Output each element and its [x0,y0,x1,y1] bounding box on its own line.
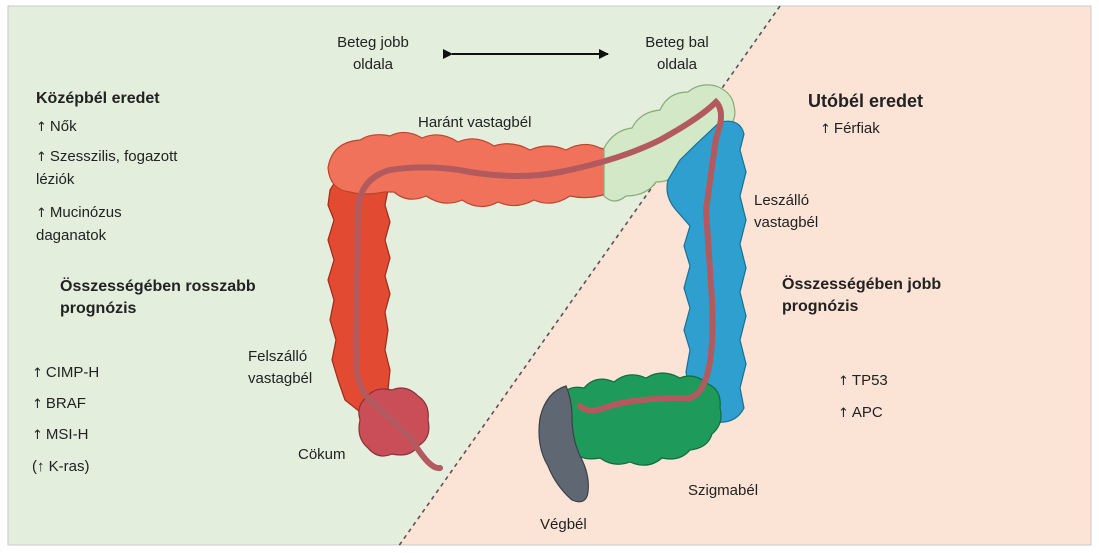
descending-colon-label: Leszálló vastagbél [754,190,818,234]
arrow-up-icon: ↑ [838,406,849,421]
left-item: ↑Nők [36,116,77,139]
arrow-up-icon: ↑ [36,150,47,165]
transverse-colon-label: Haránt vastagbél [418,112,531,134]
arrow-up-icon: ↑ [32,428,43,443]
right-prognosis: Összességében jobb prognózis [782,274,941,318]
left-marker: ↑MSI-H [32,424,88,447]
right-marker: ↑TP53 [838,370,888,393]
left-marker: ↑CIMP-H [32,362,99,385]
hindgut-heading: Utóbél eredet [808,90,923,112]
patient-left-side-label: Beteg bal oldala [622,32,732,76]
rectum-label: Végbél [540,514,587,536]
left-marker: ↑BRAF [32,393,86,416]
left-prognosis: Összességében rosszabb prognózis [60,276,256,320]
left-item: ↑Mucinózus daganatok [36,202,122,247]
cecum-label: Cökum [298,444,346,466]
kras-marker: (↑ K-ras) [32,456,90,478]
arrow-up-icon: ↑ [36,206,47,221]
ascending-colon-label: Felszálló vastagbél [248,346,312,390]
sigmoid-colon-label: Szigmabél [688,480,758,502]
arrow-up-icon: ↑ [32,397,43,412]
right-marker: ↑APC [838,402,883,425]
arrow-up-icon: ↑ [32,366,43,381]
arrow-up-icon: ↑ [36,120,47,135]
left-item: ↑Szesszilis, fogazott léziók [36,146,177,191]
arrow-up-icon: ↑ [820,122,831,137]
arrow-up-icon: ↑ [838,374,849,389]
midgut-heading: Középbél eredet [36,88,160,110]
patient-right-side-label: Beteg jobb oldala [318,32,428,76]
right-item: ↑Férfiak [820,118,880,141]
